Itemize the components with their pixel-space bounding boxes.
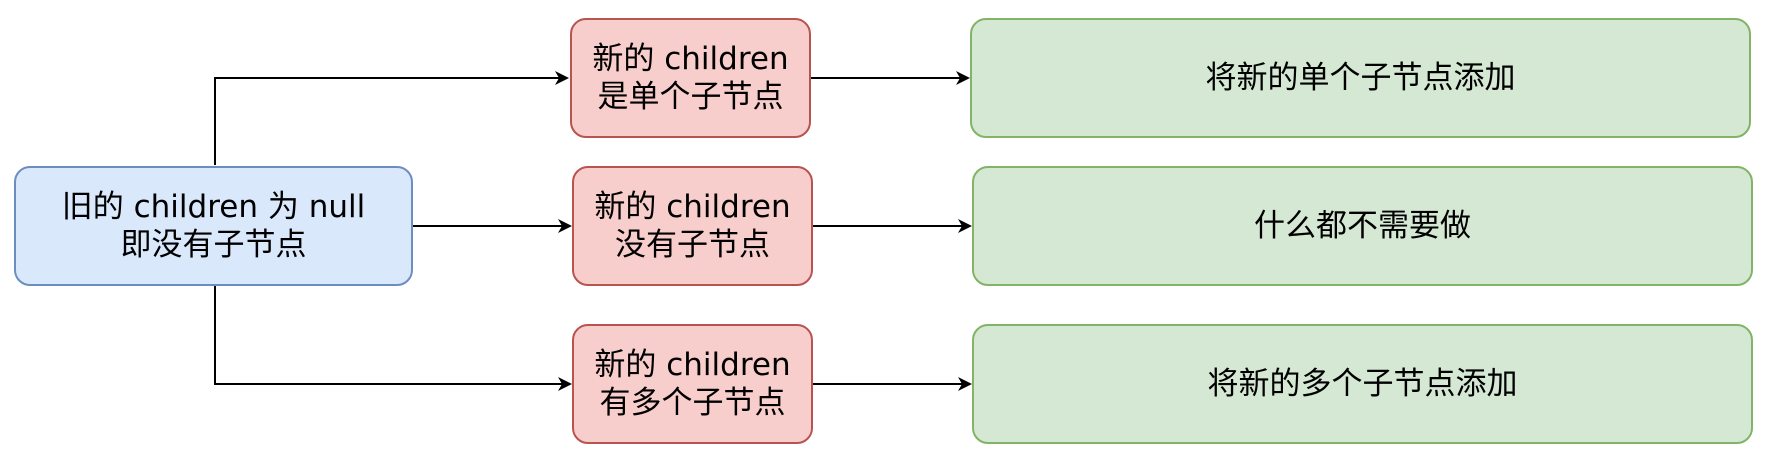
root-node-line-2: 即没有子节点 (120, 227, 307, 263)
action-node-do-nothing: 什么都不需要做 (972, 166, 1753, 286)
condition-node-multiple-children: 新的 children 有多个子节点 (572, 324, 813, 444)
edge-root-to-condition-single (214, 71, 569, 165)
action-node-add-single-child: 将新的单个子节点添加 (970, 18, 1751, 138)
condition-node-line-1: 新的 children (594, 189, 791, 225)
action-node-text: 什么都不需要做 (1254, 208, 1471, 244)
action-node-add-multiple-children: 将新的多个子节点添加 (972, 324, 1753, 444)
root-node: 旧的 children 为 null 即没有子节点 (14, 166, 413, 286)
edge-root-to-condition-multiple (214, 286, 572, 391)
condition-node-line-2: 有多个子节点 (599, 385, 786, 421)
action-node-text: 将新的多个子节点添加 (1207, 366, 1518, 402)
condition-node-line-2: 没有子节点 (615, 227, 770, 263)
condition-node-line-1: 新的 children (594, 347, 791, 383)
condition-node-line-2: 是单个子节点 (597, 79, 784, 115)
condition-node-single-child: 新的 children 是单个子节点 (570, 18, 811, 138)
action-node-text: 将新的单个子节点添加 (1205, 60, 1516, 96)
condition-node-line-1: 新的 children (592, 41, 789, 77)
condition-node-no-children: 新的 children 没有子节点 (572, 166, 813, 286)
root-node-line-1: 旧的 children 为 null (61, 189, 366, 225)
